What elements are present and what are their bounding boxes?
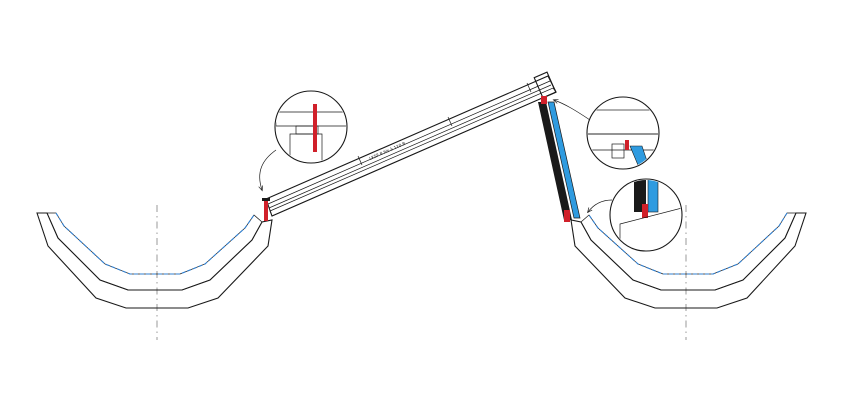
detail-callout-left <box>260 90 348 190</box>
left-trough <box>36 212 273 309</box>
dark-strut-profile <box>538 102 572 220</box>
right-trough <box>570 212 807 309</box>
left-membrane-line <box>55 212 255 275</box>
detail-callout-right-bottom <box>588 178 683 252</box>
support-strut <box>538 96 581 222</box>
inclined-glass-panel: LKSF 8 fils à 110 B <box>265 71 557 217</box>
detail-callout-right-top <box>554 96 660 170</box>
blue-strut-profile <box>547 101 581 219</box>
left-red-seal <box>264 199 268 221</box>
left-support <box>262 198 270 221</box>
